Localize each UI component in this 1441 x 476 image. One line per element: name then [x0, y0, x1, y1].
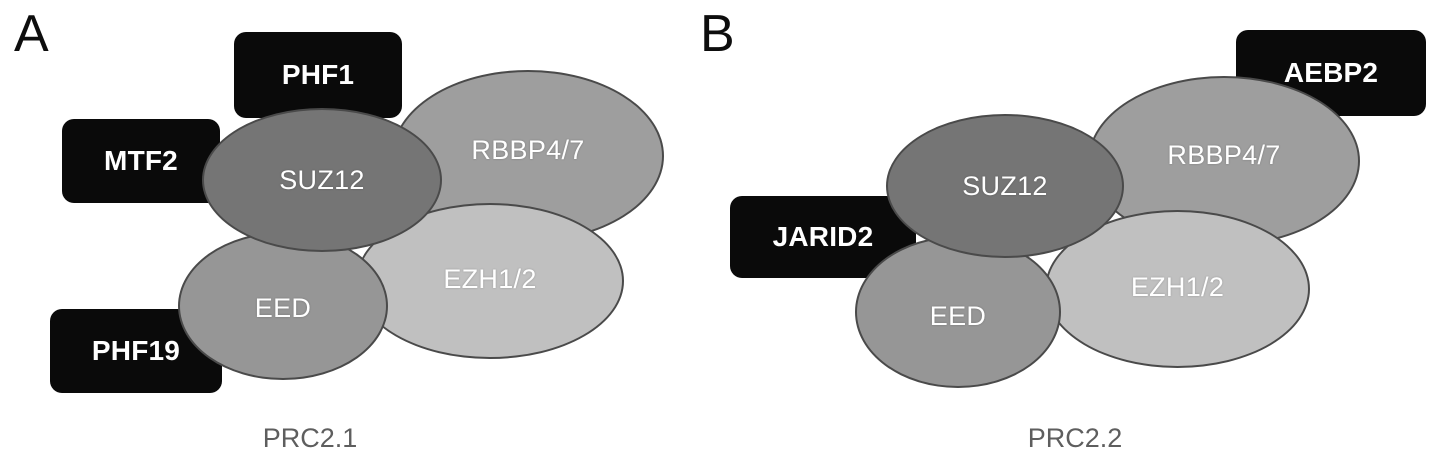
- subunit-ezh1-2-label: EZH1/2: [1130, 271, 1225, 302]
- panel-a-letter: A: [14, 5, 49, 63]
- subunit-suz12[interactable]: SUZ12: [886, 114, 1124, 258]
- panel-a: A MTF2 PHF19 PHF1 RBBP4/7 EZH1/2 EED SUZ…: [0, 0, 700, 476]
- panel-b: B JARID2 AEBP2 RBBP4/7 EZH1/2 EED SUZ12 …: [700, 0, 1441, 476]
- subunit-eed-label: EED: [254, 292, 312, 323]
- subunit-suz12[interactable]: SUZ12: [202, 108, 442, 252]
- cofactor-jarid2-label: JARID2: [772, 221, 874, 252]
- panel-b-caption: PRC2.2: [1027, 423, 1123, 453]
- subunit-ezh1-2-label: EZH1/2: [443, 263, 537, 294]
- panel-a-caption: PRC2.1: [262, 423, 358, 453]
- panel-b-letter: B: [700, 5, 735, 63]
- subunit-suz12-label: SUZ12: [279, 164, 365, 195]
- subunit-eed[interactable]: EED: [178, 232, 388, 380]
- cofactor-aebp2-label: AEBP2: [1283, 57, 1379, 88]
- subunit-rbbp4-7-label: RBBP4/7: [471, 134, 585, 165]
- cofactor-mtf2[interactable]: MTF2: [62, 119, 220, 203]
- cofactor-phf19-label: PHF19: [91, 335, 181, 366]
- subunit-eed[interactable]: EED: [855, 236, 1061, 388]
- cofactor-phf1-label: PHF1: [281, 59, 355, 90]
- subunit-eed-label: EED: [929, 300, 987, 331]
- cofactor-mtf2-label: MTF2: [104, 145, 178, 176]
- cofactor-phf1[interactable]: PHF1: [234, 32, 402, 118]
- subunit-rbbp4-7-label: RBBP4/7: [1167, 139, 1281, 170]
- subunit-suz12-label: SUZ12: [962, 170, 1048, 201]
